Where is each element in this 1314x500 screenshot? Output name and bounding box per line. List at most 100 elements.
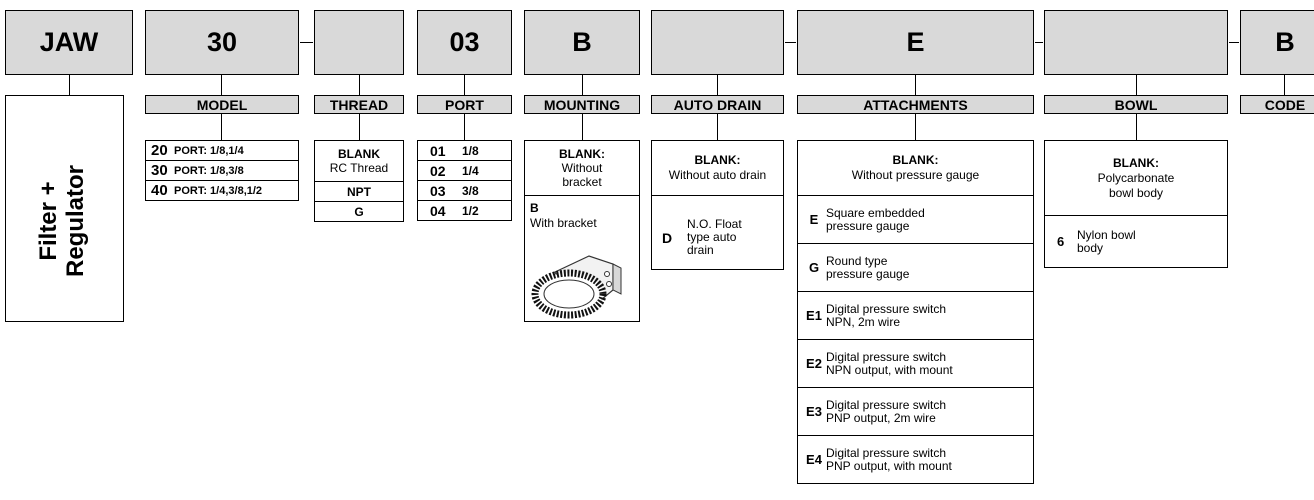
port-size: 1/8	[462, 143, 479, 158]
port-row: 02 1/4	[417, 160, 512, 181]
mounting-blank-key: BLANK:	[559, 147, 605, 161]
thread-blank-key: BLANK	[338, 147, 380, 161]
port-size: 3/8	[462, 183, 479, 198]
header-thread: THREAD	[314, 95, 404, 114]
bowl-option-line1: Nylon bowl	[1077, 227, 1136, 242]
connector-line	[1136, 75, 1137, 95]
connector-line	[717, 75, 718, 95]
header-bowl: BOWL	[1044, 95, 1228, 114]
model-code: 30	[151, 162, 168, 179]
model-row: 40 PORT: 1/4,3/8,1/2	[145, 180, 299, 201]
code-box-code: B	[1240, 10, 1314, 75]
auto-drain-option-key: D	[662, 229, 673, 246]
thread-blank-desc: RC Thread	[329, 161, 389, 175]
connector-line	[69, 75, 70, 95]
bracket-image	[531, 255, 622, 319]
bowl-blank-row: BLANK: Polycarbonate bowl body	[1044, 140, 1228, 216]
code-box-port: 03	[417, 10, 512, 75]
connector-line	[359, 75, 360, 95]
attachment-code: E	[809, 212, 819, 227]
connector-line	[915, 75, 916, 95]
attachment-line2: PNP output, with mount	[826, 458, 952, 473]
model-row: 20 PORT: 1/8,1/4	[145, 140, 299, 161]
product-label: Filter + Regulator	[35, 165, 89, 277]
attachment-line1: Digital pressure switch	[826, 301, 947, 316]
auto-drain-blank-row: BLANK: Without auto drain	[651, 140, 784, 196]
connector-line	[915, 114, 916, 140]
attachment-line2: pressure gauge	[826, 218, 910, 233]
connector-line	[582, 114, 583, 140]
thread-option-row: G	[314, 201, 404, 222]
model-desc: PORT: 1/8,3/8	[174, 164, 244, 177]
thread-option: G	[354, 204, 364, 219]
model-code: 20	[151, 142, 168, 159]
dash-separator	[1035, 42, 1043, 43]
mounting-option-key: B	[530, 201, 539, 215]
product-label-line2: Regulator	[62, 164, 89, 278]
auto-drain-option-box: D N.O. Float type auto drain	[651, 195, 784, 270]
attachment-code: E2	[806, 356, 822, 371]
auto-drain-option-desc: N.O. Float type auto drain	[687, 218, 742, 257]
dash-separator	[1229, 42, 1239, 43]
connector-line	[582, 75, 583, 95]
connector-line	[221, 75, 222, 95]
attachment-line2: PNP output, 2m wire	[826, 410, 936, 425]
attachment-line2: NPN, 2m wire	[826, 314, 901, 329]
code-box-thread	[314, 10, 404, 75]
code-box-attachments: E	[797, 10, 1034, 75]
auto-drain-blank-desc: Without auto drain	[668, 168, 767, 182]
attachment-line1: Digital pressure switch	[826, 397, 947, 412]
attachment-line2: pressure gauge	[826, 266, 910, 281]
bowl-option-key: 6	[1057, 234, 1065, 249]
attachments-blank-row: BLANK: Without pressure gauge	[797, 140, 1034, 196]
attachment-line1: Round type	[826, 253, 888, 268]
mounting-blank-line1: Without	[561, 161, 603, 175]
model-code: 40	[151, 182, 168, 199]
port-code: 01	[430, 142, 446, 159]
attachment-line1: Digital pressure switch	[826, 445, 947, 460]
mounting-blank-line2: bracket	[562, 175, 602, 189]
header-port: PORT	[417, 95, 512, 114]
port-size: 1/4	[462, 163, 479, 178]
attachment-code: E3	[806, 404, 822, 419]
port-row: 03 3/8	[417, 180, 512, 201]
attachment-code: G	[808, 260, 820, 275]
attachment-line1: Square embedded	[826, 205, 925, 220]
code-box-series: JAW	[5, 10, 133, 75]
connector-line	[221, 114, 222, 140]
attachment-code: E1	[806, 308, 822, 323]
attachments-blank-key: BLANK:	[892, 153, 939, 167]
model-desc: PORT: 1/4,3/8,1/2	[174, 184, 263, 197]
port-code: 02	[430, 162, 446, 179]
bowl-blank-line1: Polycarbonate	[1097, 170, 1175, 185]
model-row: 30 PORT: 1/8,3/8	[145, 160, 299, 181]
port-code: 03	[430, 182, 446, 199]
thread-option-row: NPT	[314, 181, 404, 202]
mounting-option-box: B With bracket	[524, 195, 640, 322]
code-box-model: 30	[145, 10, 299, 75]
connector-line	[464, 114, 465, 140]
connector-line	[1284, 75, 1285, 95]
connector-line	[717, 114, 718, 140]
thread-blank-row: BLANK RC Thread	[314, 140, 404, 182]
attachment-line2: NPN output, with mount	[826, 362, 953, 377]
header-attachments: ATTACHMENTS	[797, 95, 1034, 114]
auto-drain-blank-key: BLANK:	[694, 153, 741, 167]
port-row: 04 1/2	[417, 200, 512, 221]
header-auto-drain: AUTO DRAIN	[651, 95, 784, 114]
port-row: 01 1/8	[417, 140, 512, 161]
dash-separator	[785, 42, 796, 43]
thread-option: NPT	[347, 184, 371, 199]
bowl-blank-line2: bowl body	[1108, 185, 1164, 200]
code-box-auto-drain	[651, 10, 784, 75]
port-code: 04	[430, 202, 446, 219]
attachments-blank-desc: Without pressure gauge	[851, 168, 980, 182]
attachment-code: E4	[806, 452, 822, 467]
auto-drain-option-line1: N.O. Float	[687, 217, 742, 231]
